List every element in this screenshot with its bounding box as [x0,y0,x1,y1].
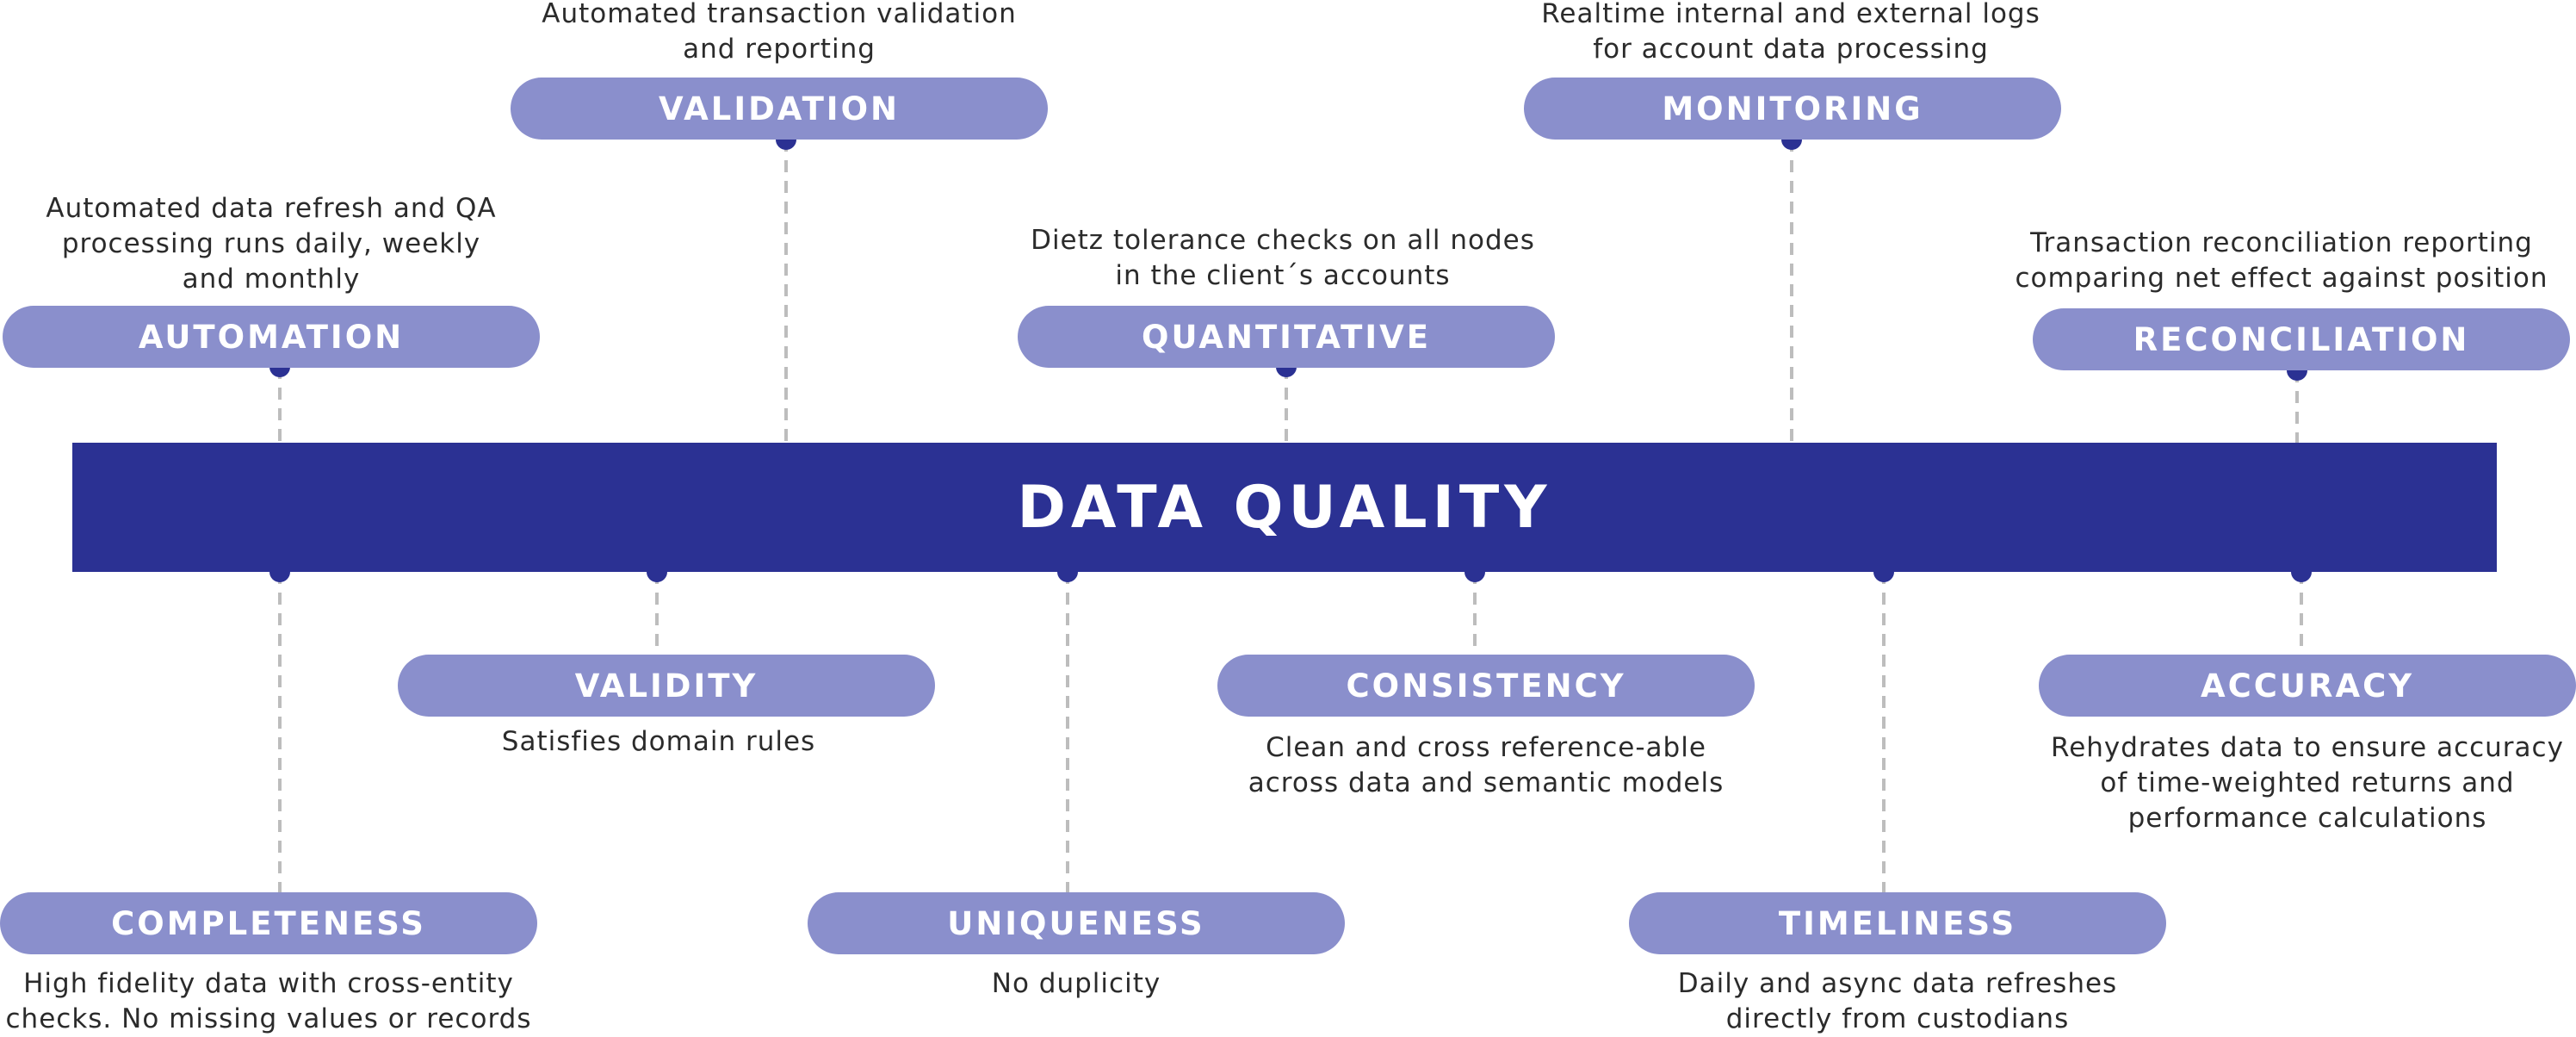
monitoring-pill: MONITORING [1524,78,2061,140]
timeliness-label: TIMELINESS [1778,904,2017,942]
validity-label: VALIDITY [574,667,759,705]
accuracy-label: ACCURACY [2200,667,2415,705]
automation-label: AUTOMATION [138,318,405,356]
reconciliation-label: RECONCILIATION [2133,320,2470,358]
consistency-description: Clean and cross reference-able across da… [1248,732,1725,798]
reconciliation-description: Transaction reconciliation reporting com… [2015,227,2548,294]
uniqueness-description: No duplicity [991,968,1161,999]
monitoring-label: MONITORING [1662,90,1923,127]
reconciliation-pill: RECONCILIATION [2033,308,2570,370]
automation-pill: AUTOMATION [3,306,540,368]
uniqueness-label: UNIQUENESS [947,904,1205,942]
validity-description: Satisfies domain rules [501,726,816,757]
uniqueness-pill: UNIQUENESS [808,892,1345,954]
quantitative-label: QUANTITATIVE [1141,318,1431,356]
monitoring-description: Realtime internal and external logs for … [1541,0,2040,65]
data-quality-band: DATA QUALITY [72,443,2497,572]
validation-label: VALIDATION [658,90,900,127]
quantitative-pill: QUANTITATIVE [1018,306,1555,368]
validation-pill: VALIDATION [511,78,1048,140]
timeliness-description: Daily and async data refreshes directly … [1677,968,2118,1034]
timeliness-pill: TIMELINESS [1629,892,2166,954]
completeness-description: High fidelity data with cross-entity che… [5,968,532,1034]
completeness-pill: COMPLETENESS [0,892,537,954]
data-quality-title: DATA QUALITY [1017,473,1552,542]
consistency-label: CONSISTENCY [1346,667,1626,705]
accuracy-pill: ACCURACY [2039,655,2576,717]
consistency-pill: CONSISTENCY [1217,655,1755,717]
completeness-label: COMPLETENESS [111,904,426,942]
validation-description: Automated transaction validation and rep… [542,0,1017,65]
validity-pill: VALIDITY [398,655,935,717]
accuracy-description: Rehydrates data to ensure accuracy of ti… [2051,732,2564,834]
quantitative-description: Dietz tolerance checks on all nodes in t… [1031,225,1535,291]
automation-description: Automated data refresh and QA processing… [46,193,497,295]
